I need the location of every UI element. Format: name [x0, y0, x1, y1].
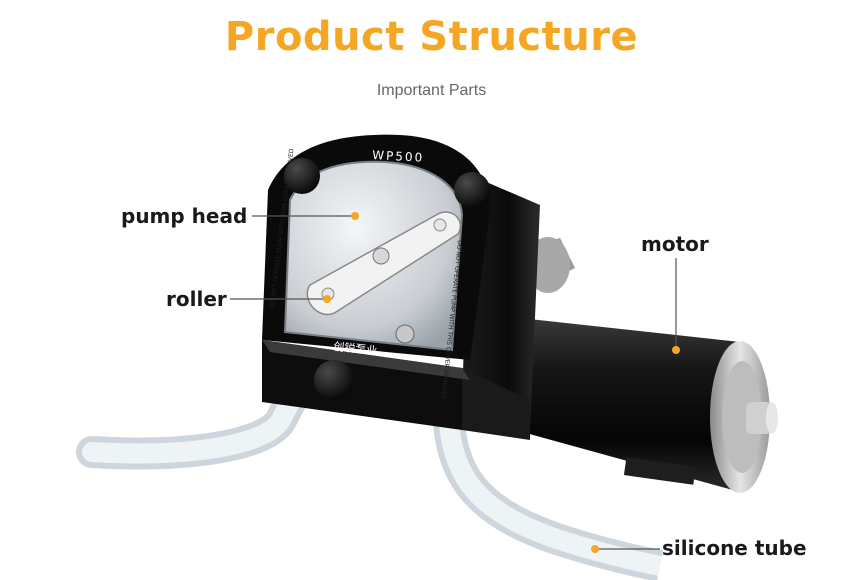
page-title: Product Structure	[224, 14, 639, 60]
motor	[515, 237, 778, 493]
callout-leader-lines	[230, 215, 677, 550]
knob-icon	[284, 158, 490, 400]
callout-roller: roller	[166, 287, 227, 311]
callout-silicone-tube: silicone tube	[662, 536, 807, 560]
page-subtitle: Important Parts	[376, 82, 487, 99]
callout-motor: motor	[641, 232, 709, 256]
brand-label: 创锐泵业	[333, 339, 378, 358]
callout-marker-icon	[323, 212, 680, 553]
screw-icon	[395, 324, 415, 344]
model-label: WP500	[372, 148, 425, 165]
callout-pump-head: pump head	[121, 204, 248, 228]
